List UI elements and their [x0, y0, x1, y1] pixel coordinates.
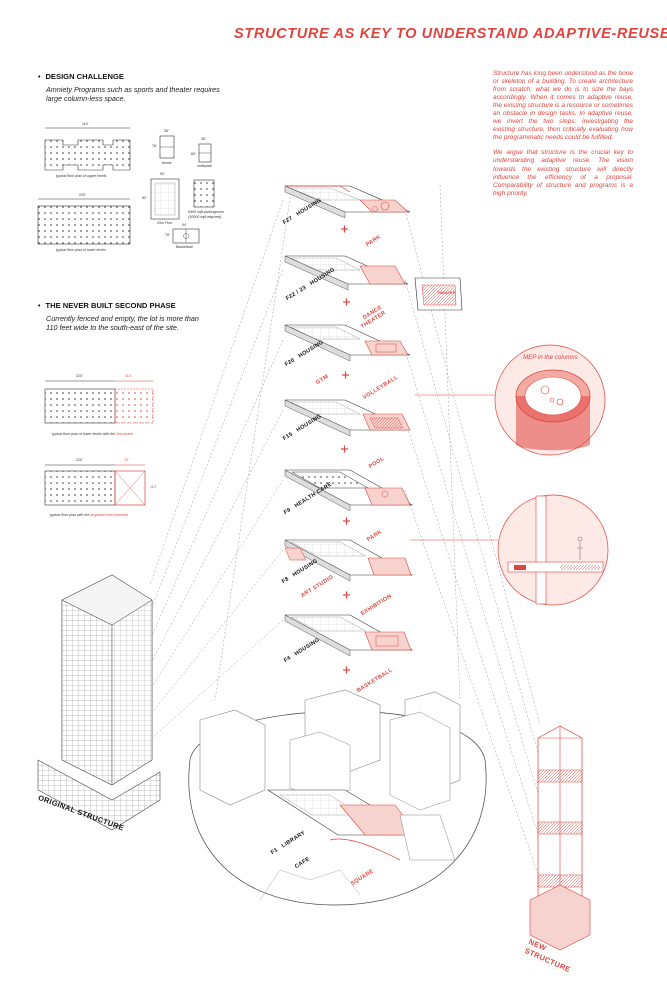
essay-text: Structure has long been understood as th…	[493, 70, 633, 205]
floor-plate-f9	[284, 469, 414, 512]
caption-phase-pre: typical floor plan of lower levels with …	[52, 432, 117, 436]
bullet-icon: •	[38, 74, 41, 81]
floor-plate-f8	[284, 539, 414, 582]
floor-plate-f15	[284, 399, 411, 437]
page-title: STRUCTURE AS KEY TO UNDERSTAND ADAPTIVE-…	[234, 26, 667, 42]
mep-detail-circle	[415, 344, 606, 456]
essay-paragraph-1: Structure has long been understood as th…	[493, 70, 633, 142]
dim-pool: 53'	[160, 172, 165, 176]
section-detail-circle	[410, 494, 609, 606]
dim-volleyball-2: 65'	[191, 152, 196, 156]
floor-plate-f4	[284, 614, 414, 657]
dim-new-red: 70'	[124, 458, 129, 462]
dim-lower: 220'	[79, 193, 86, 197]
caption-parking: 5400 sqft parkingroom (10000 sqft requir…	[188, 210, 224, 219]
floor-plate-f20	[284, 324, 411, 362]
dim-pool-2: 82'	[142, 196, 147, 200]
caption-pool: 25m Pool	[157, 221, 173, 225]
dim-tennis-2: 78'	[152, 144, 157, 148]
dim-upper: 110'	[82, 122, 89, 126]
bullet-icon: •	[38, 303, 41, 310]
caption-new-plan: typical floor plan with the proposed new…	[50, 513, 128, 517]
dim-new-black: 220'	[76, 458, 83, 462]
dim-phase-black: 220'	[76, 374, 83, 378]
design-challenge-text: Amniety Programs such as sports and thea…	[46, 85, 220, 103]
caption-phase-red: 2nd phase	[116, 432, 133, 436]
caption-new-pre: typical floor plan with the	[50, 513, 91, 517]
dim-basketball-2: 78'	[165, 233, 170, 237]
caption-phase-plan: typical floor plan of lower levels with …	[52, 432, 133, 436]
caption-upper: typical floor plan of upper levels	[56, 174, 107, 178]
caption-lower: typical floor plan of lower levels	[56, 248, 106, 252]
original-tower-model	[37, 574, 161, 831]
caption-tennis: tennis	[162, 161, 172, 165]
floor-stack	[284, 185, 463, 657]
dim-basketball: 94'	[182, 223, 187, 227]
dim-new-side: 112'	[150, 485, 157, 489]
program-connectors	[336, 225, 350, 873]
second-phase-text: Currently fenced and empty, the lot is m…	[46, 314, 199, 332]
second-phase-heading-text: THE NEVER BUILT SECOND PHASE	[45, 301, 176, 310]
lower-level-plan	[37, 198, 131, 245]
design-challenge-heading: • DESIGN CHALLENGE	[38, 72, 124, 81]
second-phase-plan	[44, 380, 154, 424]
new-structure-model	[529, 725, 591, 951]
program-label-theater-annex: THEATER	[437, 290, 456, 295]
dim-volleyball: 35'	[201, 137, 206, 141]
essay-paragraph-2: We argue that structure is the crucial k…	[493, 149, 633, 197]
dim-phase-red: 110'	[125, 374, 132, 378]
new-structure-plan	[44, 464, 146, 506]
caption-basketball: Basketball	[176, 245, 193, 249]
site-context	[188, 689, 487, 906]
upper-level-plan	[44, 127, 131, 171]
floor-plate-f22	[284, 255, 463, 311]
mep-label: MEP in the columns	[523, 354, 578, 361]
second-phase-heading: • THE NEVER BUILT SECOND PHASE	[38, 301, 176, 310]
program-footprints	[150, 135, 215, 244]
floor-plate-f27	[284, 185, 411, 219]
dim-tennis: 36'	[164, 129, 169, 133]
caption-new-red: proposed new structure	[90, 513, 128, 517]
caption-volleyball: volleyball	[197, 164, 212, 168]
design-challenge-heading-text: DESIGN CHALLENGE	[45, 72, 124, 81]
